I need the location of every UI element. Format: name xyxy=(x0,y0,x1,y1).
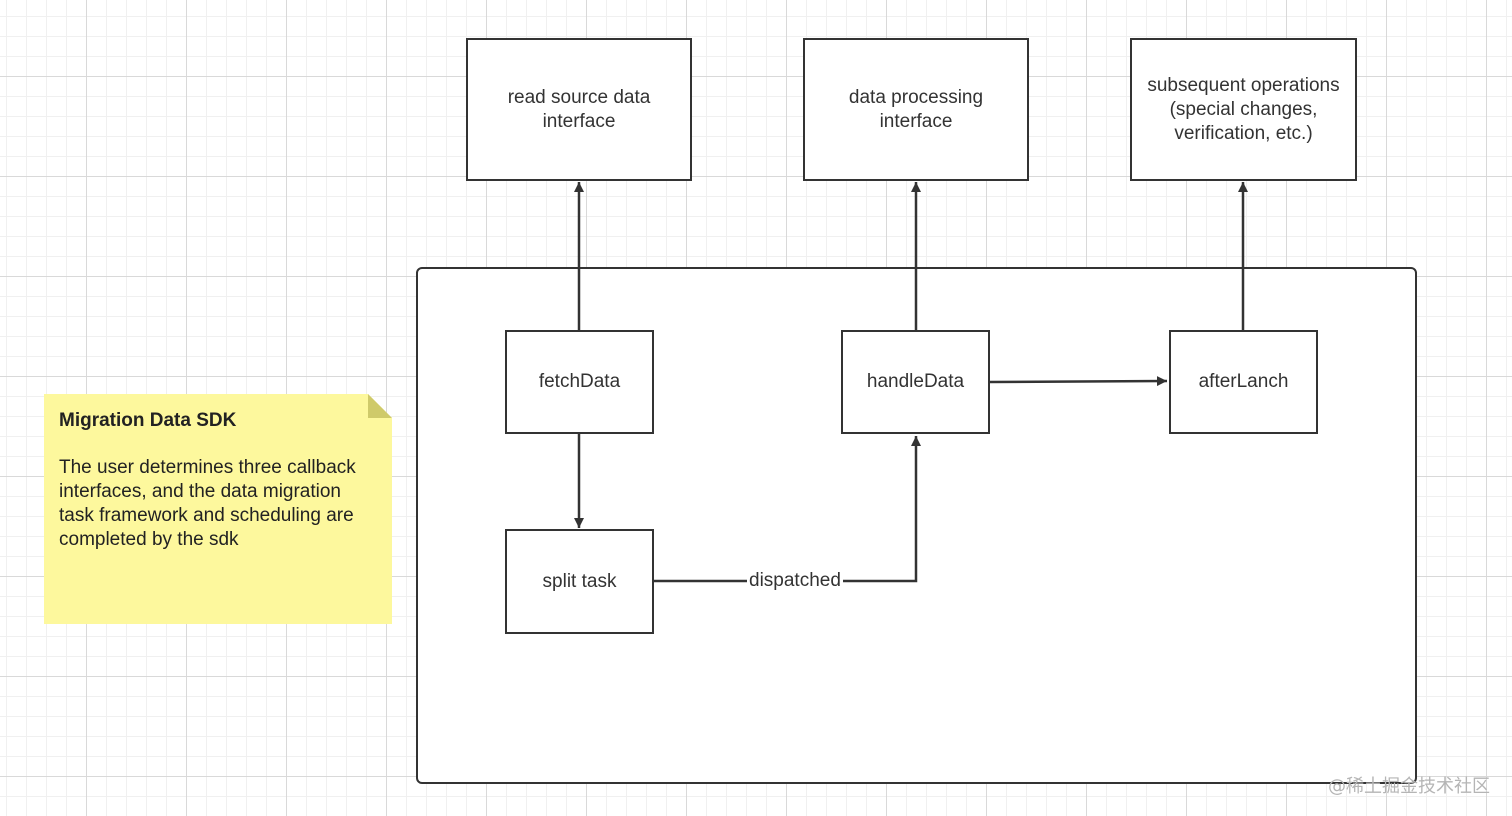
sticky-note[interactable]: Migration Data SDK The user determines t… xyxy=(44,394,392,624)
dispatched-edge-label: dispatched xyxy=(747,570,843,592)
arrow-handledata-to-afterlanch xyxy=(989,376,1168,387)
read-source-data-interface-box[interactable]: read source data interface xyxy=(466,38,692,181)
subsequent-operations-label: subsequent operations (special changes, … xyxy=(1147,74,1340,144)
watermark: @稀土掘金技术社区 xyxy=(1328,776,1490,797)
data-processing-interface-box[interactable]: data processing interface xyxy=(803,38,1029,181)
data-processing-interface-label: data processing interface xyxy=(848,86,984,132)
afterlanch-label: afterLanch xyxy=(1198,371,1289,392)
fetchdata-label: fetchData xyxy=(538,371,621,392)
note-title: Migration Data SDK xyxy=(59,410,237,431)
afterlanch-box[interactable]: afterLanch xyxy=(1169,330,1318,434)
split-task-box[interactable]: split task xyxy=(505,529,654,634)
note-body: The user determines three callback inter… xyxy=(59,457,356,550)
split-task-label: split task xyxy=(542,570,617,592)
fetchdata-box[interactable]: fetchData xyxy=(505,330,654,434)
handledata-label: handleData xyxy=(866,371,965,392)
handledata-box[interactable]: handleData xyxy=(841,330,990,434)
read-source-data-interface-label: read source data interface xyxy=(507,86,651,132)
subsequent-operations-box[interactable]: subsequent operations (special changes, … xyxy=(1130,38,1357,181)
arrow-split-task-to-handledata xyxy=(653,436,921,583)
